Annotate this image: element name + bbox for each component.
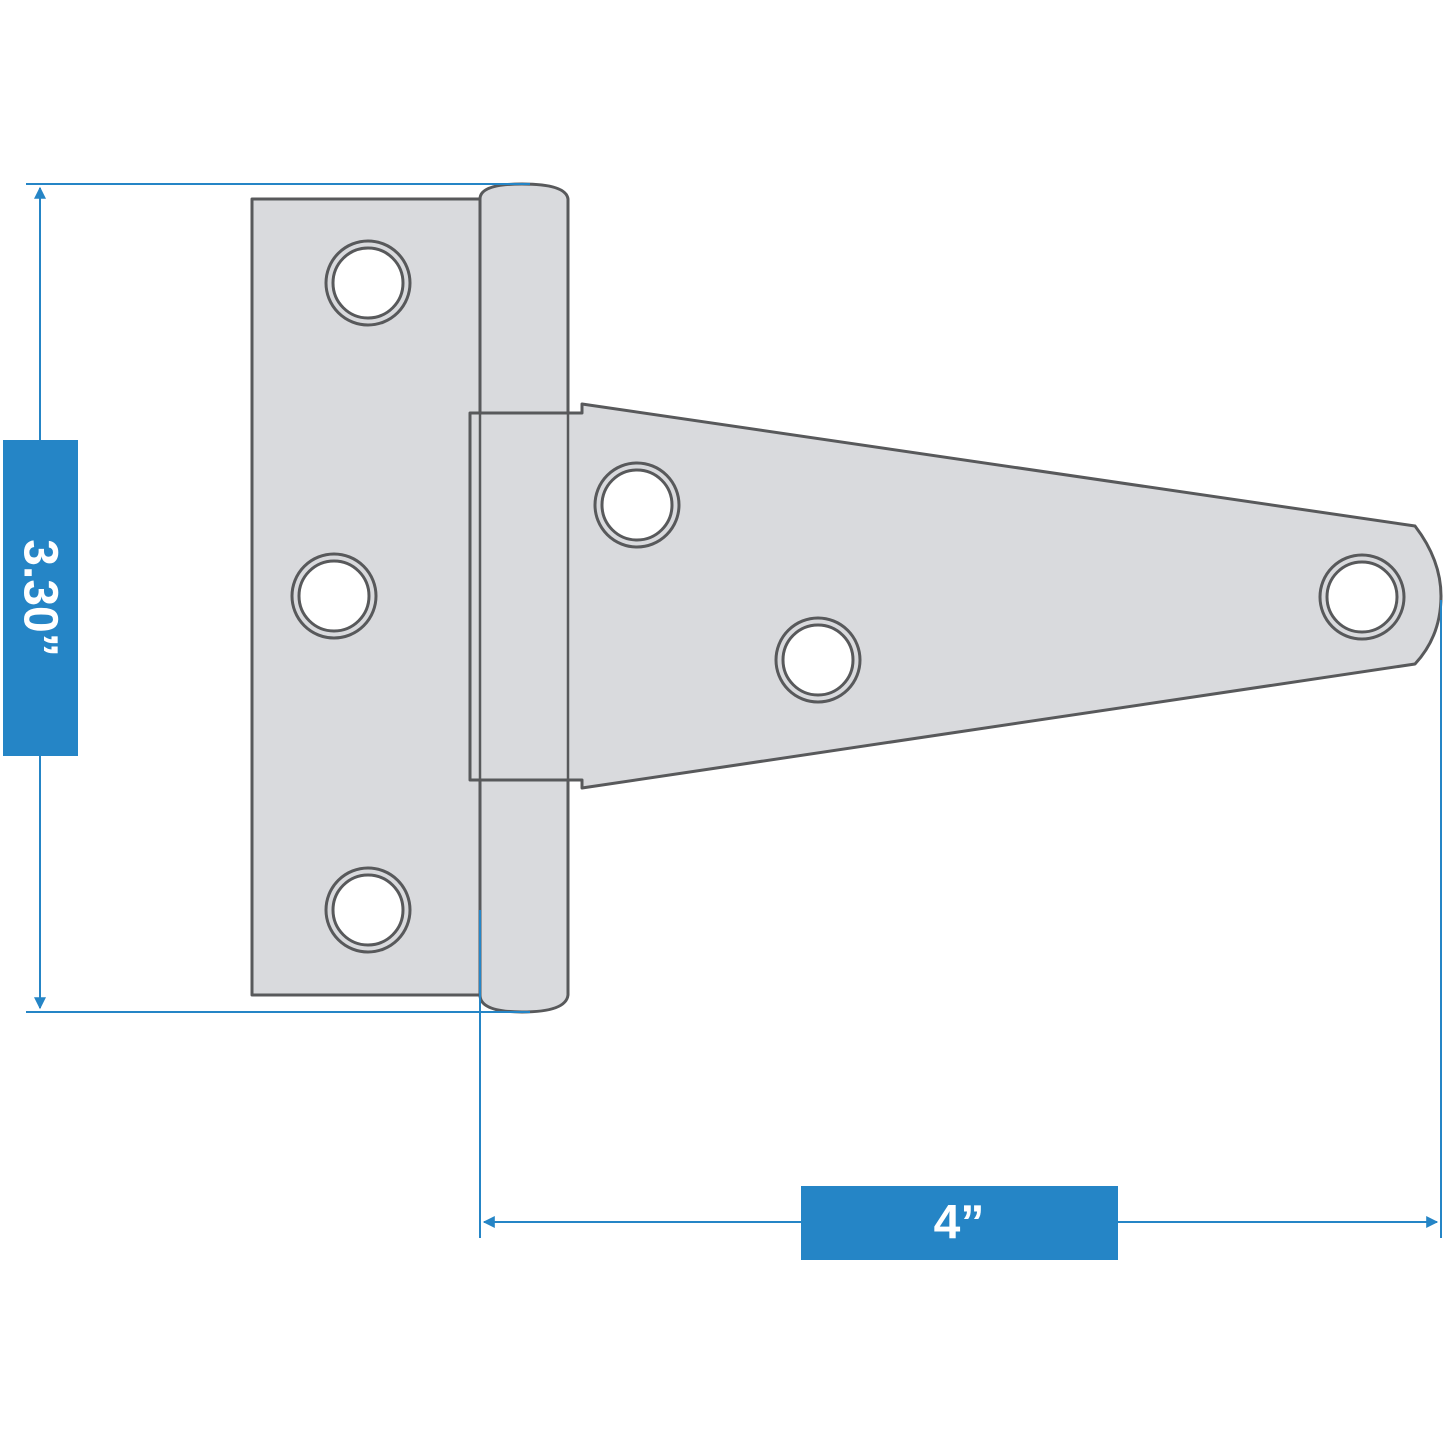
screw-hole	[290, 552, 378, 640]
hinge-strap	[468, 402, 1443, 790]
screw-hole	[1318, 553, 1406, 641]
width-label-box	[801, 1186, 1118, 1260]
t-hinge-icon	[250, 182, 1443, 1014]
screw-hole	[774, 616, 862, 704]
screw-hole	[324, 239, 412, 327]
height-label: 3.30”	[14, 539, 67, 656]
width-label: 4”	[934, 1197, 985, 1250]
width-dimension: 4”	[479, 600, 1442, 1260]
screw-hole	[324, 866, 412, 954]
height-label-box	[3, 440, 78, 756]
height-dimension: 3.30”	[3, 183, 530, 1013]
screw-hole	[593, 461, 681, 549]
